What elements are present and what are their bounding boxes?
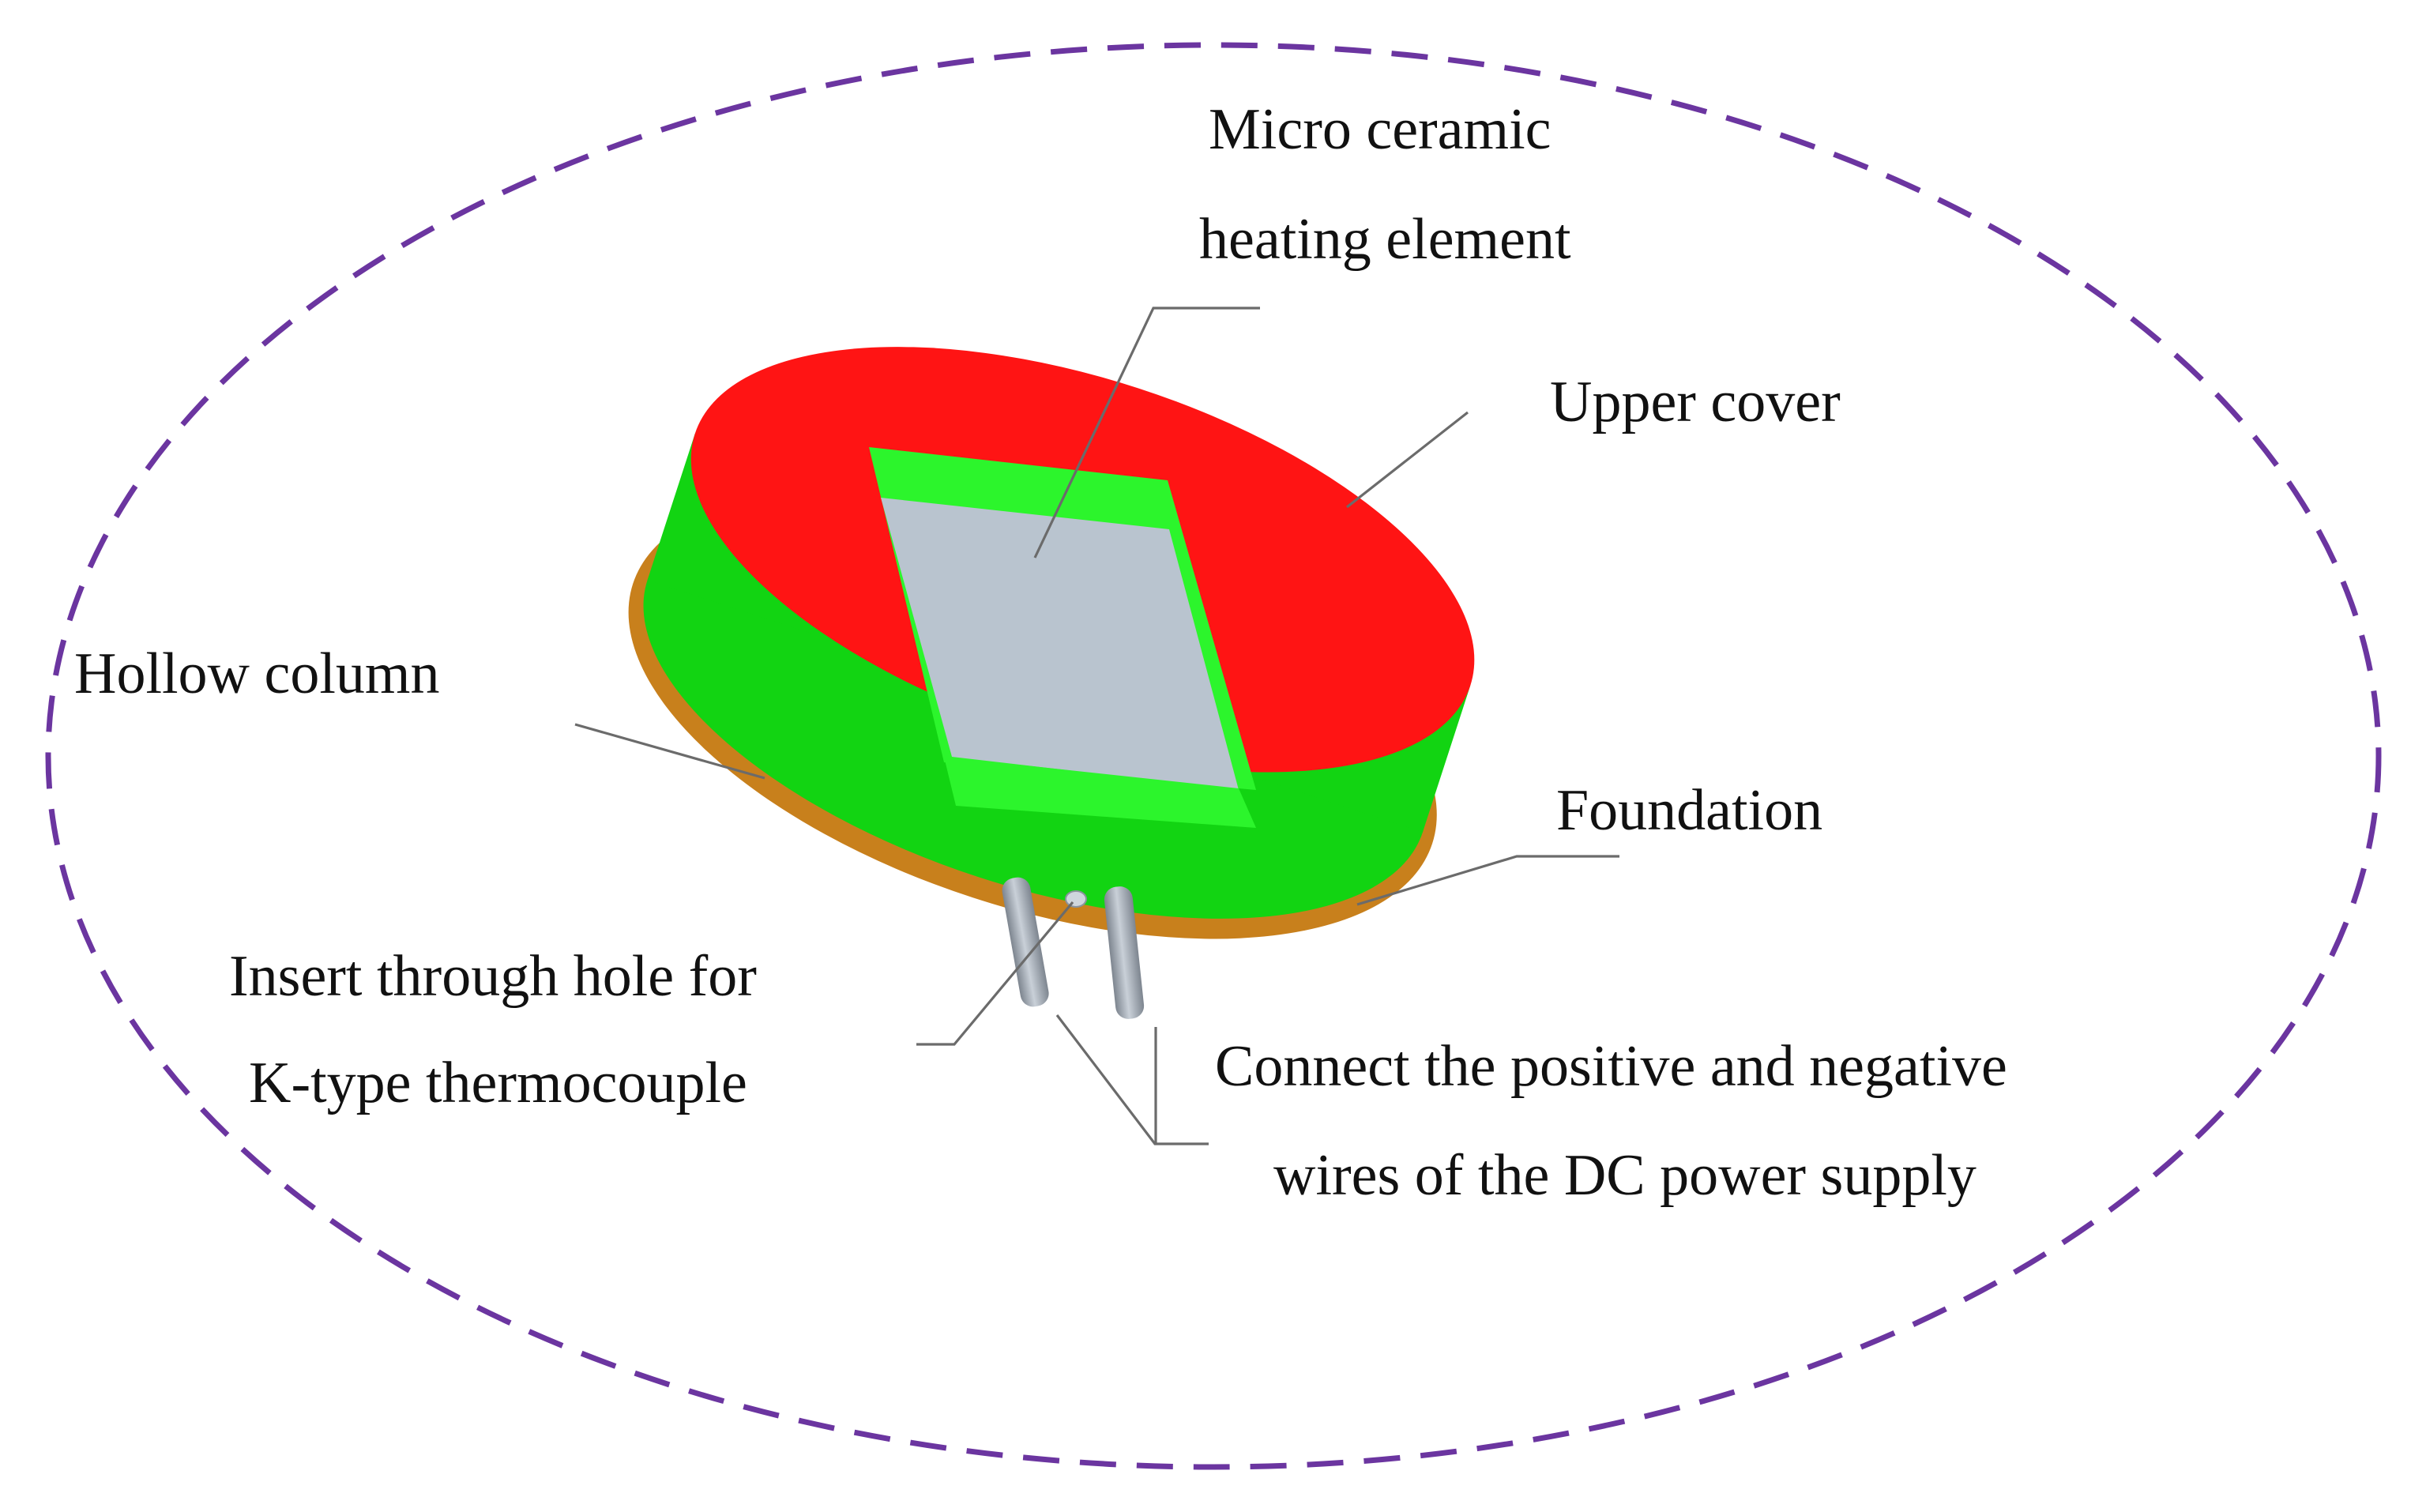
label-heating-element-line2: heating element xyxy=(1199,207,1571,272)
electrode-pin-icon xyxy=(1002,877,1145,1019)
label-thermocouple-line2: K-type thermocouple xyxy=(249,1051,747,1115)
label-hollow-column: Hollow column xyxy=(74,641,439,706)
leader-power-left xyxy=(1055,1014,1209,1145)
label-foundation: Foundation xyxy=(1556,778,1822,843)
cutaway-inner-rim xyxy=(944,757,1256,828)
leader-thermocouple xyxy=(916,901,1074,1046)
thermocouple-hole-icon xyxy=(1065,890,1087,908)
leader-heating-element xyxy=(1033,307,1260,559)
label-upper-cover: Upper cover xyxy=(1550,370,1841,434)
boundary-dashed-ellipse xyxy=(45,42,2382,1470)
leader-foundation xyxy=(1356,855,1619,906)
label-power-line2: wires of the DC power supply xyxy=(1273,1143,1977,1208)
leader-upper-cover xyxy=(1346,411,1469,509)
leader-hollow-column xyxy=(574,723,765,780)
heating-element xyxy=(881,498,1239,790)
label-power-line1: Connect the positive and negative xyxy=(1215,1034,2007,1099)
label-heating-element-line1: Micro ceramic xyxy=(1209,97,1552,162)
leader-lines xyxy=(574,307,1619,1145)
label-thermocouple-line1: Insert through hole for xyxy=(229,944,757,1009)
